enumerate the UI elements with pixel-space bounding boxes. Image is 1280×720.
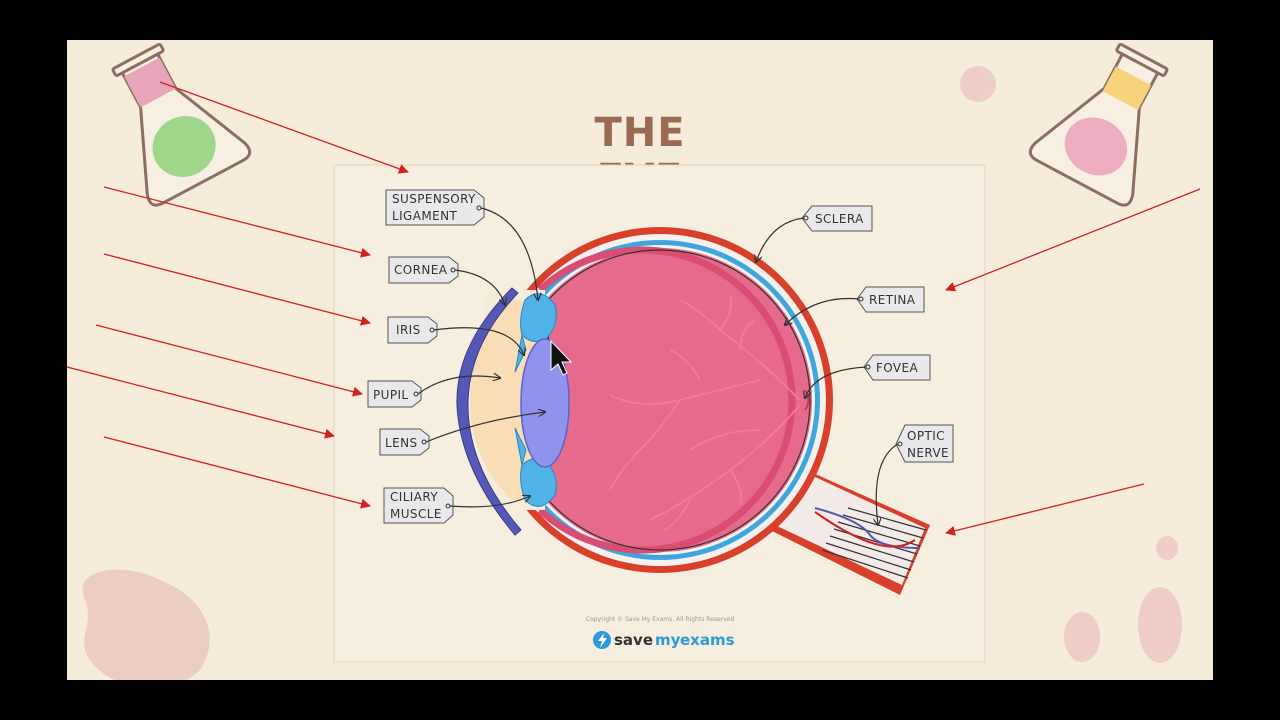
- label-iris: IRIS: [387, 316, 524, 355]
- label-text: CILIARY: [390, 490, 438, 504]
- label-cornea: CORNEA: [388, 256, 505, 305]
- label-retina: RETINA: [785, 286, 925, 325]
- label-suspensory-ligament: SUSPENSORY LIGAMENT: [385, 189, 538, 300]
- label-text: CORNEA: [394, 263, 448, 277]
- label-text: FOVEA: [876, 361, 919, 375]
- label-sclera: SCLERA: [756, 205, 873, 262]
- annotation-arrow: [159, 81, 409, 174]
- label-text: NERVE: [907, 446, 949, 460]
- eyeball: [456, 227, 833, 573]
- flask-right-icon: [1028, 42, 1169, 207]
- label-optic-nerve: OPTIC NERVE: [876, 424, 954, 525]
- annotation-arrow: [103, 253, 371, 326]
- flask-left-icon: [111, 42, 252, 207]
- decor-blob: [960, 66, 996, 102]
- decor-blob: [1064, 612, 1100, 662]
- annotation-arrow: [103, 186, 371, 258]
- label-ciliary-muscle: CILIARY MUSCLE: [383, 487, 530, 524]
- label-text: PUPIL: [373, 388, 408, 402]
- optic-nerve: [770, 465, 930, 595]
- annotation-arrow: [66, 366, 335, 439]
- label-text: RETINA: [869, 293, 916, 307]
- cursor-icon: [550, 339, 573, 376]
- label-fovea: FOVEA: [805, 354, 931, 398]
- annotation-arrow: [945, 483, 1145, 536]
- brand-word: exams: [680, 631, 735, 649]
- annotation-arrows: [66, 81, 1201, 536]
- label-lens: LENS: [379, 412, 545, 456]
- decor-blob: [82, 569, 210, 680]
- brand-word: save: [614, 631, 653, 649]
- annotation-arrow: [103, 436, 371, 509]
- blood-vessels: [609, 294, 801, 531]
- brand-word: my: [655, 631, 681, 649]
- annotation-arrow: [95, 324, 363, 397]
- label-text: OPTIC: [907, 429, 945, 443]
- label-text: SCLERA: [815, 212, 864, 226]
- label-text: LIGAMENT: [392, 209, 457, 223]
- label-text: IRIS: [396, 323, 421, 337]
- copyright-text: Copyright © Save My Exams. All Rights Re…: [586, 616, 735, 623]
- annotation-arrow: [945, 188, 1201, 292]
- label-pupil: PUPIL: [367, 376, 500, 408]
- label-text: MUSCLE: [390, 507, 442, 521]
- decor-blob: [1138, 587, 1182, 663]
- decor-blob: [1156, 536, 1178, 560]
- retina-layer: [537, 246, 796, 554]
- label-text: SUSPENSORY: [392, 192, 476, 206]
- cornea-shape: [456, 287, 522, 536]
- label-text: LENS: [385, 436, 417, 450]
- brand-logo: save my exams: [593, 631, 735, 649]
- lens-shape: [520, 338, 570, 468]
